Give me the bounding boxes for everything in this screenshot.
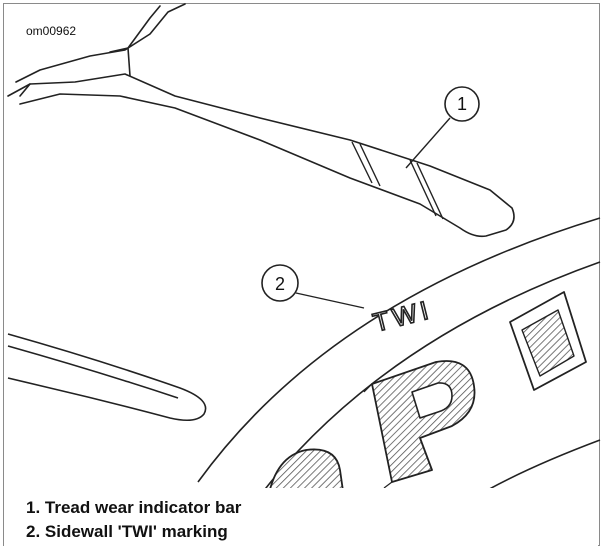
tread-rib-lower-left [8,334,206,420]
callout-2-number: 2 [275,274,285,294]
legend-item-2: 2. Sidewall 'TWI' marking [26,520,241,544]
callout-2-leader [296,293,364,308]
sidewall-twi-marking: TWI [370,294,435,338]
sidewall-raised-block [510,292,586,390]
legend-list: 1. Tread wear indicator bar 2. Sidewall … [26,496,241,544]
tread-block-upper [8,4,514,236]
twi-text: TWI [370,294,435,338]
callout-1: 1 [406,87,479,168]
figure-id-label: om00962 [26,24,76,38]
callout-2: 2 [262,265,364,308]
sidewall-letter-p [364,361,475,488]
legend-item-1: 1. Tread wear indicator bar [26,496,241,520]
callout-1-number: 1 [457,94,467,114]
callout-1-leader [406,118,450,168]
tread-wear-indicator-bar [352,142,443,219]
